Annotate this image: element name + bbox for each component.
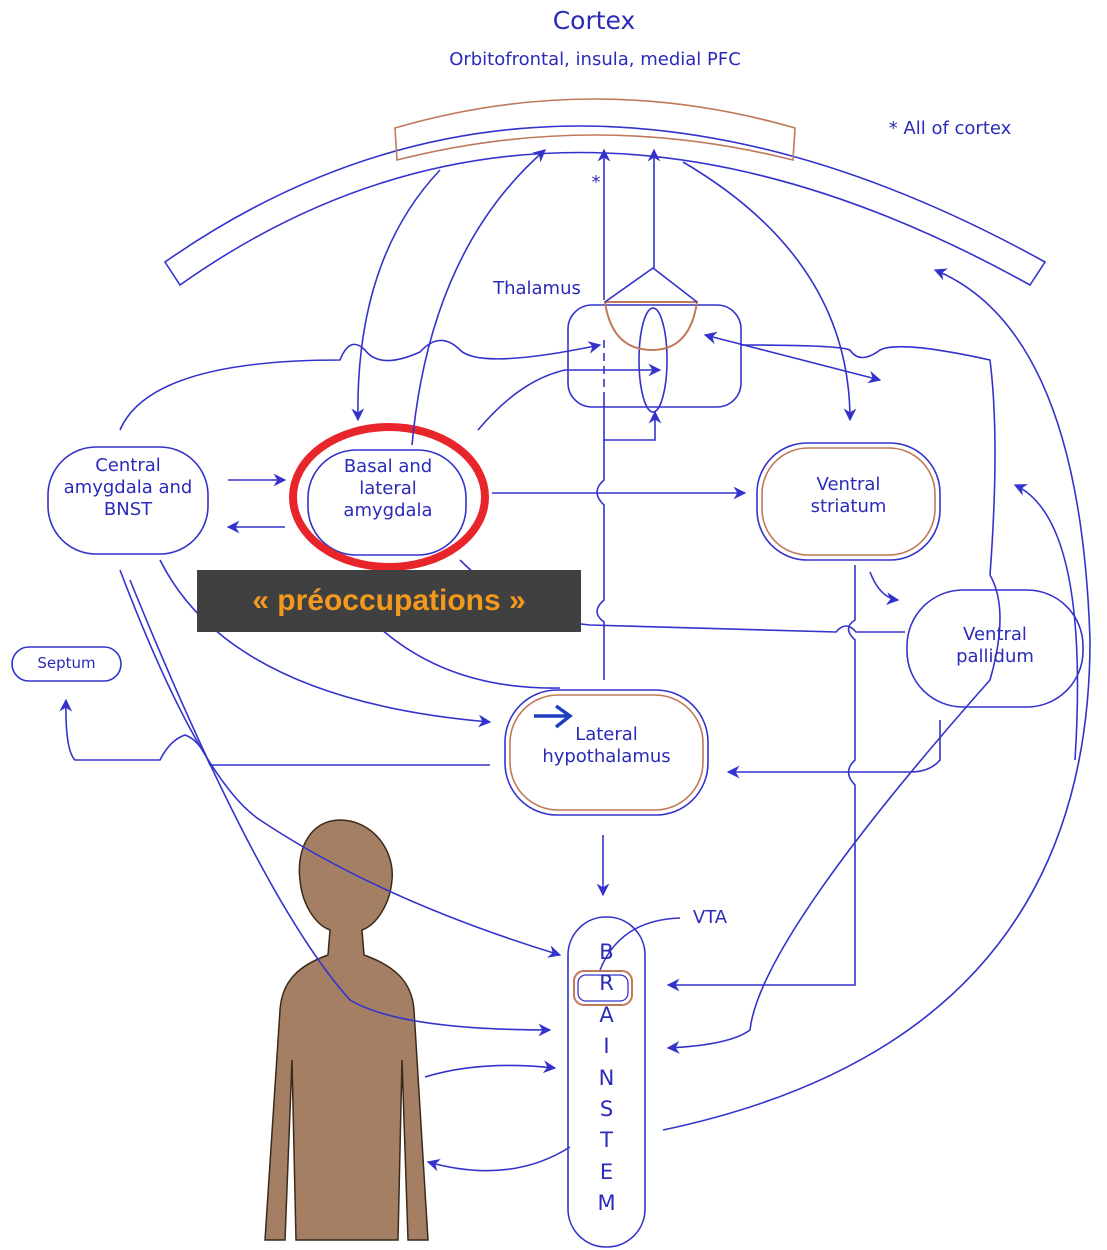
preoccupations-banner: « préoccupations » [197,570,581,632]
brainstem-to-body-arrow [426,1146,571,1172]
basal-lateral-amygdala-box [307,449,467,556]
ventral-striatum-box-outer [756,442,941,561]
cortex-left-bridge [119,339,602,431]
central-amygdala-label: Central amygdala and BNST [63,455,193,520]
brainstem-to-vs-arc [1013,484,1079,761]
ventral-striatum-box-inner [761,447,936,556]
ventral-pallidum-label: Ventral pallidum [956,624,1034,667]
central-to-brainstem-arrow [119,569,562,958]
basal-lateral-amygdala-label: Basal and lateral amygdala [343,456,433,521]
septum-route-arrow [59,698,490,766]
body-silhouette [264,819,429,1241]
bla-to-cortex-arrow [411,149,546,446]
cortex-to-vs-arrow [682,161,857,422]
vta-pointer-line [599,917,681,971]
cortex-band [163,125,1047,287]
cortex-highlight-region [394,98,796,162]
thalamus-to-vs-double [703,331,882,384]
bla-to-lh-curve [379,627,561,689]
highlight-circle [289,423,489,571]
body-to-brainstem-arrow [424,1060,557,1078]
vta-label: VTA [692,907,728,928]
cortex-title: Cortex [552,6,636,35]
vp-to-lh-arrow [726,720,941,779]
vta-box-inner [577,974,629,1002]
central-amygdala-box [47,446,209,555]
bla-to-thalamus [477,363,662,431]
brainstem-to-thalamus-vertical [596,440,605,680]
right-bump-to-thalamus [739,344,996,576]
vp-to-brainstem-arrow [666,574,1001,1054]
septum-label: Septum [37,654,96,672]
thalamus-nucleus [603,301,699,352]
lateral-hypothalamus-box-inner [509,694,704,811]
lateral-hypothalamus-box-outer [504,689,709,816]
brainstem-label: B R A I N S T E M [597,940,616,1216]
lateral-hypothalamus-label: Lateral hypothalamus [542,724,671,767]
septum-box [11,646,122,682]
brainstem-box [567,916,646,1248]
vs-to-vp-arrow [869,571,900,606]
thalamus-top [604,267,698,303]
cortex-subtitle: Orbitofrontal, insula, medial PFC [449,49,741,70]
all-cortex-note: * All of cortex [888,118,1012,139]
brainstem-to-cortex-arc [662,268,1091,1131]
vta-box [573,970,633,1006]
central-to-lh-arrow [159,559,492,728]
ventral-striatum-label: Ventral striatum [810,474,887,517]
thalamus-trunk [603,400,662,441]
cortex-asterisk: * [591,172,601,193]
thalamus-label: Thalamus [493,278,581,299]
cortex-to-bla-arrow [351,169,441,422]
ventral-pallidum-box [906,589,1084,708]
vs-to-brainstem [666,565,856,992]
thalamus-ellipse [638,307,668,413]
lh-indicator-arrow [534,704,573,729]
thalamus-box [567,304,742,408]
central-to-brainstem-arrow-2 [129,579,552,1037]
